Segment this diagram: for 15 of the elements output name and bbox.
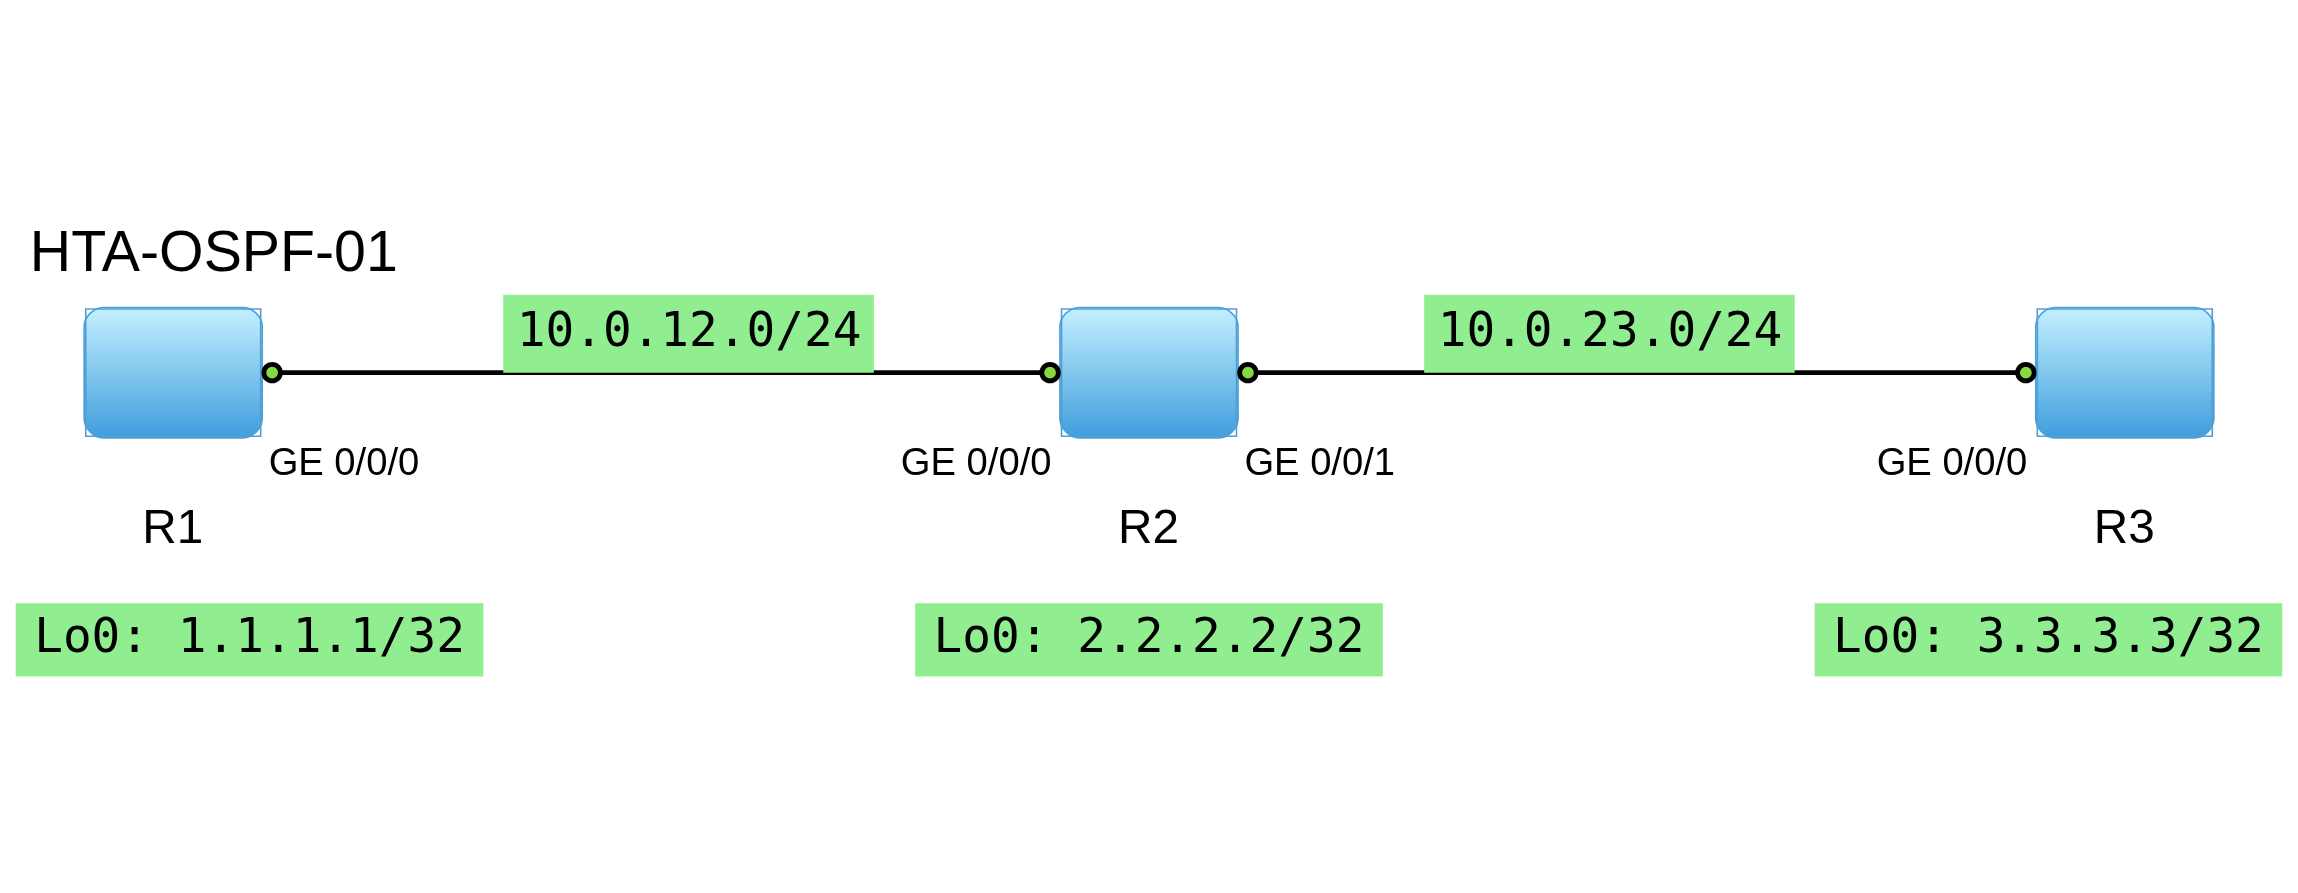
connector [261, 361, 1061, 383]
edge-label: 10.0.23.0/24 [1437, 301, 1783, 357]
node-label: GE 0/0/0 [900, 439, 1052, 483]
node-box: Lo0: 2.2.2.2/32 [915, 602, 1383, 676]
diagram-title: HTA-OSPF-01 [29, 218, 398, 283]
node-label: R1 [142, 499, 204, 553]
node-label: GE 0/0/0 [268, 439, 420, 483]
node-label: GE 0/0/1 [1244, 439, 1396, 483]
connector [1237, 361, 2037, 383]
edge-label: 10.0.12.0/24 [516, 301, 862, 357]
node-label: R3 [2093, 499, 2155, 553]
node-label: GE 0/0/0 [1876, 439, 2028, 483]
node-label: R2 [1117, 499, 1179, 553]
node-box: Lo0: 3.3.3.3/32 [1814, 602, 2283, 676]
node-box: Lo0: 1.1.1.1/32 [15, 602, 484, 676]
